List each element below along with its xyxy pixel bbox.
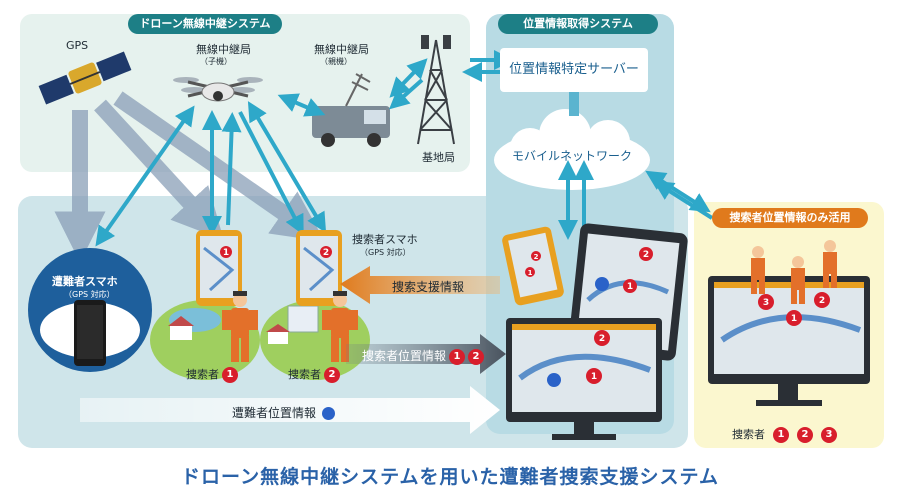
searcher-location-text: 捜索者位置情報 [362, 349, 447, 363]
pin-icon: 2 [639, 247, 653, 261]
victim-location-arrow [80, 386, 500, 434]
relay-parent-label: 無線中継局 [314, 43, 369, 56]
searcher-location-arrow [346, 334, 506, 374]
pin-icon: 1 [525, 267, 535, 277]
svg-text:1: 1 [627, 282, 633, 292]
drone-section-header: ドローン無線中継システム [128, 14, 282, 34]
gps-satellite-icon [38, 51, 132, 105]
searcher-1-pin: 1 [222, 367, 238, 383]
pin-icon: 1 [220, 246, 232, 258]
right-monitor-device [708, 276, 870, 406]
searcher-location-pin-2: 2 [468, 348, 485, 365]
user-legend-pin-1: 1 [773, 427, 789, 443]
relay-parent-van-icon [312, 73, 390, 147]
location-section-header: 位置情報取得システム [498, 14, 658, 34]
support-info-label: 捜索支援情報 [392, 280, 465, 294]
svg-text:1: 1 [223, 248, 229, 258]
user-legend-pin-3: 3 [821, 427, 837, 443]
svg-text:2: 2 [819, 296, 825, 306]
searcher-person-2 [322, 291, 358, 362]
svg-text:1: 1 [791, 314, 797, 324]
searcher-group-icon [751, 240, 837, 304]
svg-text:2: 2 [323, 248, 329, 258]
pin-icon: 1 [586, 368, 602, 384]
pin-icon: 2 [594, 330, 610, 346]
searcher-phone-title: 捜索者スマホ [352, 233, 418, 246]
victim-phone-badge [28, 248, 152, 372]
victim-location-text: 遭難者位置情報 [232, 406, 317, 420]
monitor-device [506, 318, 662, 440]
relay-child-label: 無線中継局 [196, 43, 251, 56]
user-legend-text: 捜索者 [732, 428, 765, 441]
mobile-network-label: モバイルネットワーク [512, 149, 633, 163]
location-server-box: 位置情報特定サーバー [500, 48, 648, 92]
server-cloud-connector [569, 92, 579, 116]
searcher-phone-sub: （GPS 対応） [360, 248, 411, 257]
searcher-2-pin: 2 [324, 367, 340, 383]
drone-relay-child-icon [173, 77, 263, 102]
support-info-arrow [340, 266, 500, 304]
svg-text:2: 2 [643, 250, 649, 260]
svg-text:1: 1 [591, 372, 597, 382]
small-phone-device [502, 226, 564, 306]
house-icon [168, 305, 319, 344]
searcher-2-text: 捜索者 [288, 368, 321, 381]
pin-icon: 1 [623, 279, 637, 293]
searcher-1-text: 捜索者 [186, 368, 219, 381]
searcher-person-1 [222, 291, 258, 362]
svg-text:2: 2 [599, 334, 605, 344]
user-legend-pin-2: 2 [797, 427, 813, 443]
map-pins: 1 2 2 1 2 1 3 1 2 2 1 [220, 246, 830, 384]
relay-parent-sub: （親機） [320, 57, 352, 66]
victim-location-dot [322, 407, 336, 420]
pin-icon: 3 [758, 294, 774, 310]
footer-title: ドローン無線中継システムを用いた遭難者捜索支援システム [181, 466, 719, 488]
victim-phone-title: 遭難者スマホ [52, 275, 118, 288]
svg-text:2: 2 [534, 253, 539, 261]
searcher-location-pin-1: 1 [449, 348, 466, 365]
user-section-header: 捜索者位置情報のみ活用 [712, 208, 868, 228]
mobile-network-cloud-icon [494, 109, 650, 190]
base-station-label: 基地局 [422, 151, 455, 164]
gps-label: GPS [66, 39, 89, 52]
relay-child-sub: （子機） [200, 57, 232, 66]
victim-location-label: 遭難者位置情報 [232, 404, 336, 421]
victim-phone-sub: （GPS 対応） [64, 290, 115, 299]
svg-text:1: 1 [528, 269, 533, 277]
pin-icon: 2 [531, 251, 541, 261]
pin-icon: 2 [320, 246, 332, 258]
radio-link-arrows [95, 50, 714, 247]
pin-icon: 1 [786, 310, 802, 326]
pin-icon: 2 [814, 292, 830, 308]
svg-text:3: 3 [763, 298, 769, 308]
